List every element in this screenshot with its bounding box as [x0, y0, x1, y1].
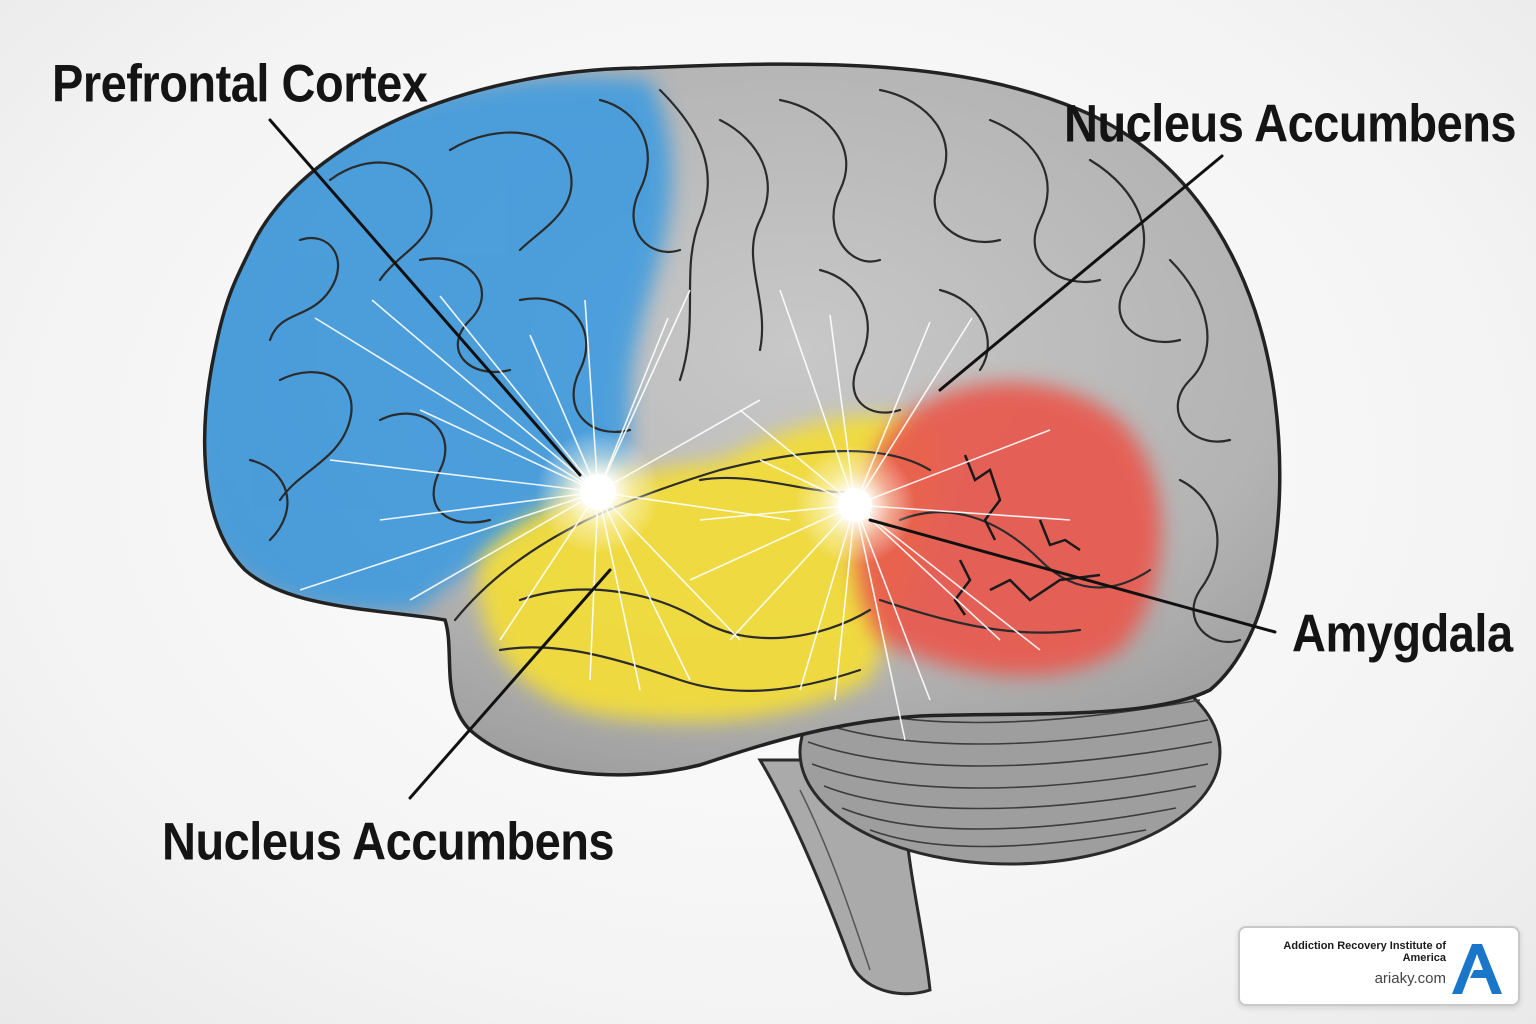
leader-line-nucleus-accumbens-top — [938, 154, 1224, 392]
brand-url: ariaky.com — [1374, 970, 1446, 987]
brand-card: Addiction Recovery Institute of America … — [1238, 926, 1520, 1006]
label-nucleus-accumbens-top: Nucleus Accumbens — [1064, 93, 1517, 153]
leader-line-amygdala — [868, 518, 1277, 634]
letter-a-logo-icon — [1452, 944, 1502, 994]
amygdala-region — [855, 382, 1162, 676]
label-prefrontal-cortex: Prefrontal Cortex — [52, 53, 428, 113]
label-amygdala: Amygdala — [1292, 603, 1513, 663]
label-nucleus-accumbens-bottom: Nucleus Accumbens — [162, 811, 615, 871]
leader-line-prefrontal-cortex — [268, 118, 582, 477]
activation-burst-right — [689, 289, 1071, 741]
brand-name: Addiction Recovery Institute of America — [1283, 940, 1446, 964]
leader-line-nucleus-accumbens-bottom — [408, 568, 612, 800]
